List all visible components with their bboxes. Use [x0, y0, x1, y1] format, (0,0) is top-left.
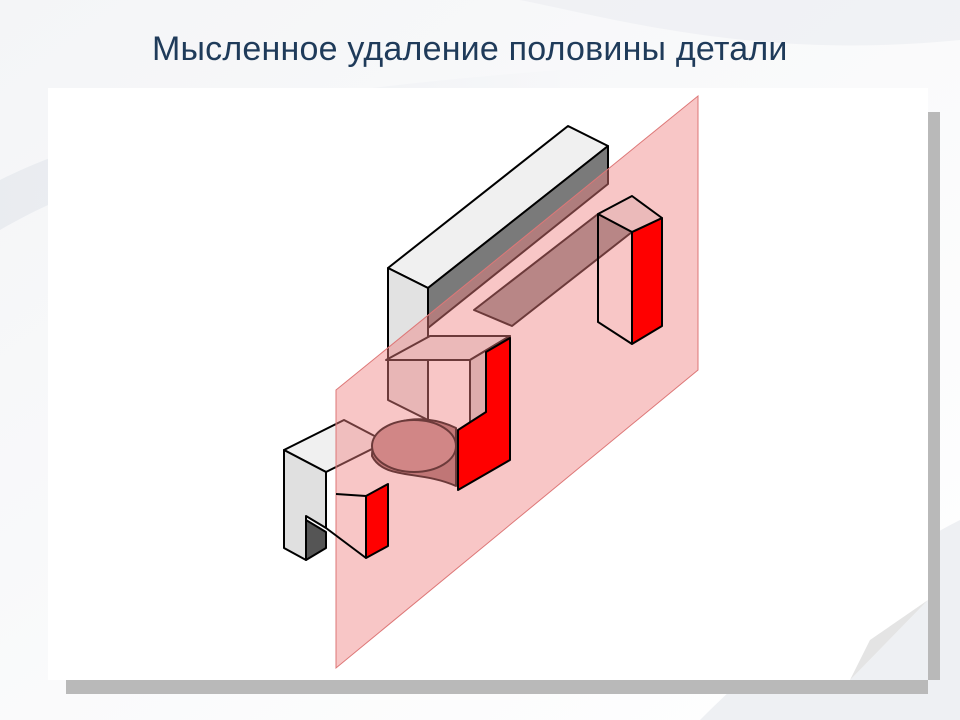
hole-edge	[371, 419, 457, 473]
cut-faces	[365, 195, 663, 559]
edge-lines	[325, 214, 633, 559]
cut-face-right-post	[631, 217, 663, 345]
section-plane	[335, 94, 699, 670]
part-body	[283, 125, 633, 561]
cut-face-step	[457, 337, 511, 491]
left-block-side-face	[283, 449, 327, 561]
cut-face-left	[365, 483, 389, 559]
left-notch-face	[305, 519, 327, 561]
cut-face-right-post-top	[597, 195, 663, 233]
page-title: Мысленное удаление половины детали	[152, 30, 788, 68]
